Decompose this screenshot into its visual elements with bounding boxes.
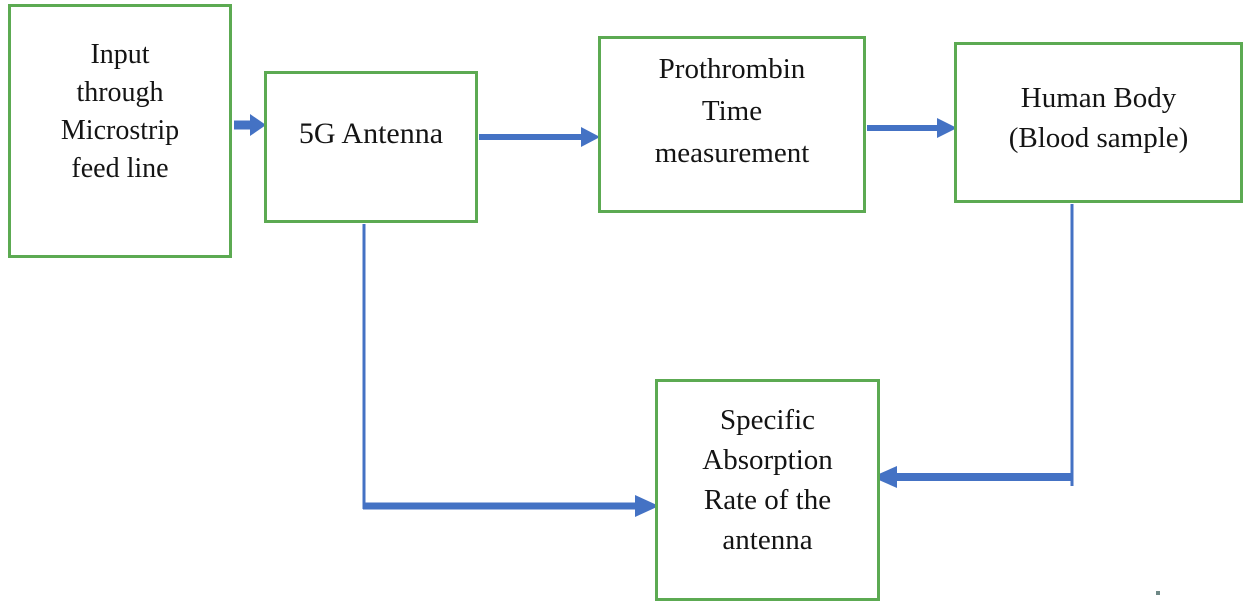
stray-mark (1156, 591, 1160, 595)
box-5g-antenna-label: 5G Antenna (298, 117, 444, 150)
box-human-body-blood-sample: Human Body(Blood sample) (954, 42, 1243, 203)
box-human-body-label: Human Body(Blood sample) (1008, 81, 1189, 154)
box-5g-antenna: 5G Antenna (264, 71, 478, 223)
